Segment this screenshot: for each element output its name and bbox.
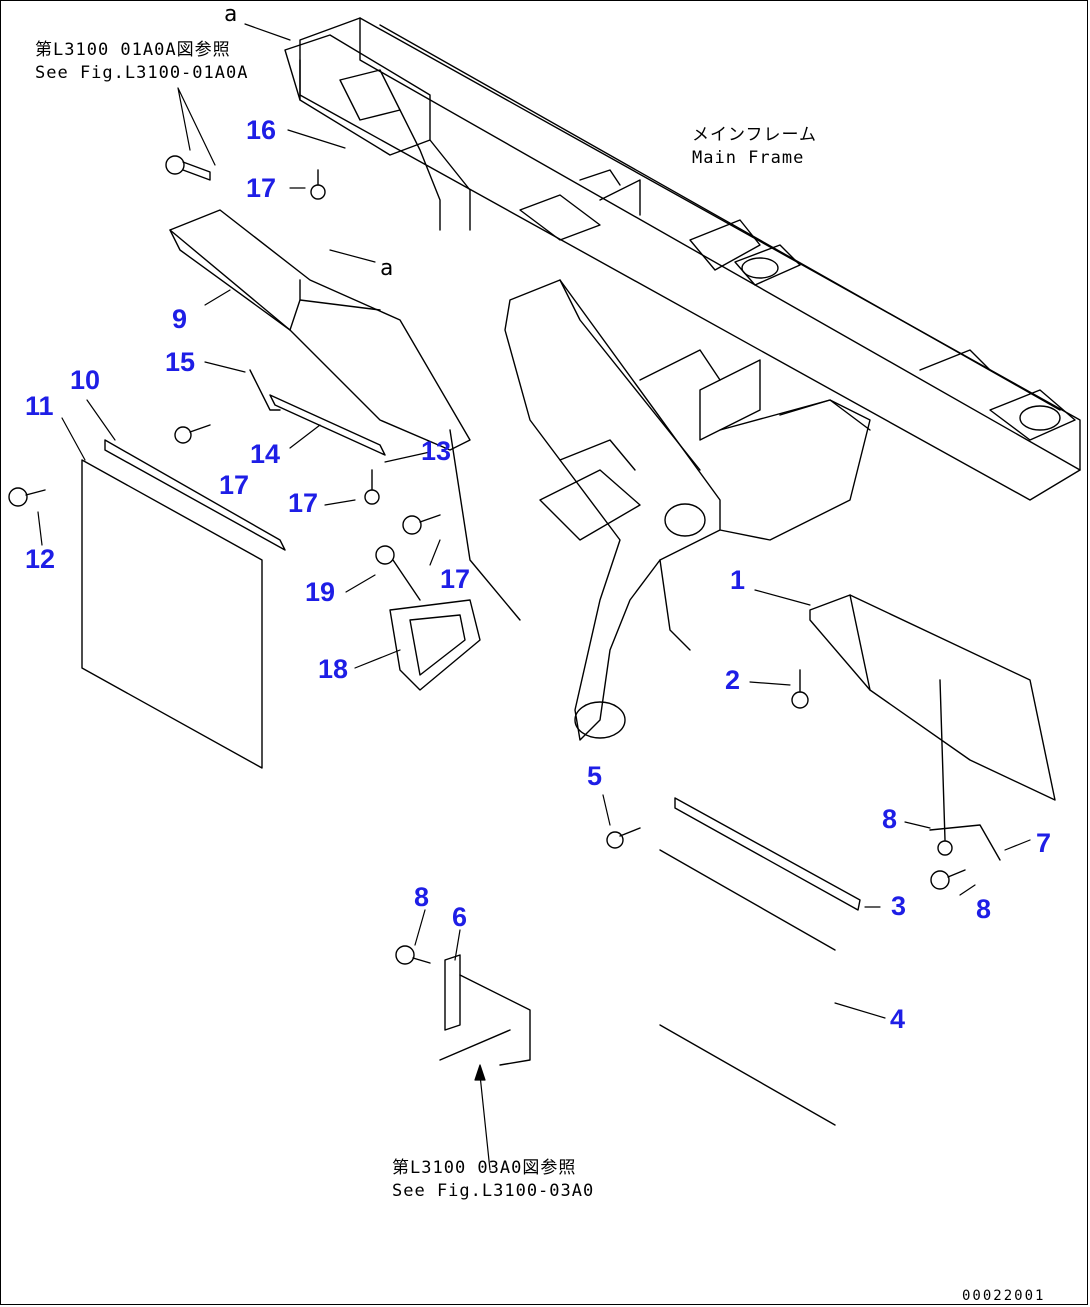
callout-17: 17 xyxy=(219,470,250,500)
callout-19: 19 xyxy=(305,577,336,607)
callout-5: 5 xyxy=(587,761,603,791)
callout-17: 17 xyxy=(440,564,471,594)
step-18 xyxy=(389,599,481,691)
rear-bracket xyxy=(284,34,471,231)
rear-fender-left xyxy=(169,209,471,451)
callout-14: 14 xyxy=(250,439,281,469)
callout-10: 10 xyxy=(70,365,101,395)
main-frame-label-jp: メインフレーム xyxy=(692,125,817,145)
mud-flap-left xyxy=(81,459,263,769)
leader-lines xyxy=(37,23,1031,1171)
callout-9: 9 xyxy=(172,304,188,334)
callout-13: 13 xyxy=(421,436,452,466)
main-frame-label-en: Main Frame xyxy=(692,148,805,168)
reference-note-bottom-en: See Fig.L3100-03A0 xyxy=(392,1181,595,1201)
fender-rails xyxy=(104,369,386,551)
callout-17: 17 xyxy=(288,488,319,518)
callout-15: 15 xyxy=(165,347,196,377)
reference-note-top-jp: 第L3100 01A0A図参照 xyxy=(35,40,231,60)
section-mark-mid: a xyxy=(380,256,394,281)
callout-18: 18 xyxy=(318,654,349,684)
callout-7: 7 xyxy=(1036,828,1052,858)
rear-fender-right xyxy=(809,594,1056,861)
section-mark-top: a xyxy=(224,2,238,27)
callout-11: 11 xyxy=(25,391,54,421)
callout-2: 2 xyxy=(725,665,741,695)
main-frame-beam xyxy=(299,17,1081,501)
callout-8: 8 xyxy=(414,882,430,912)
rail-3 xyxy=(674,797,861,911)
callout-8: 8 xyxy=(882,804,898,834)
callout-6: 6 xyxy=(452,902,468,932)
reference-note-bottom-jp: 第L3100 03A0図参照 xyxy=(392,1158,577,1178)
callout-17: 17 xyxy=(246,173,277,203)
callout-3: 3 xyxy=(891,891,907,921)
callout-8: 8 xyxy=(976,894,992,924)
callout-16: 16 xyxy=(246,115,277,145)
drawing-number: 00022001 xyxy=(962,1288,1046,1304)
reference-note-top-en: See Fig.L3100-01A0A xyxy=(35,63,249,83)
callout-1: 1 xyxy=(730,565,746,595)
bolts xyxy=(8,155,966,965)
mud-flap-right xyxy=(659,849,836,1126)
bracket-6 xyxy=(439,954,531,1066)
callout-12: 12 xyxy=(25,544,56,574)
center-arm xyxy=(449,279,871,741)
callout-4: 4 xyxy=(890,1004,906,1034)
